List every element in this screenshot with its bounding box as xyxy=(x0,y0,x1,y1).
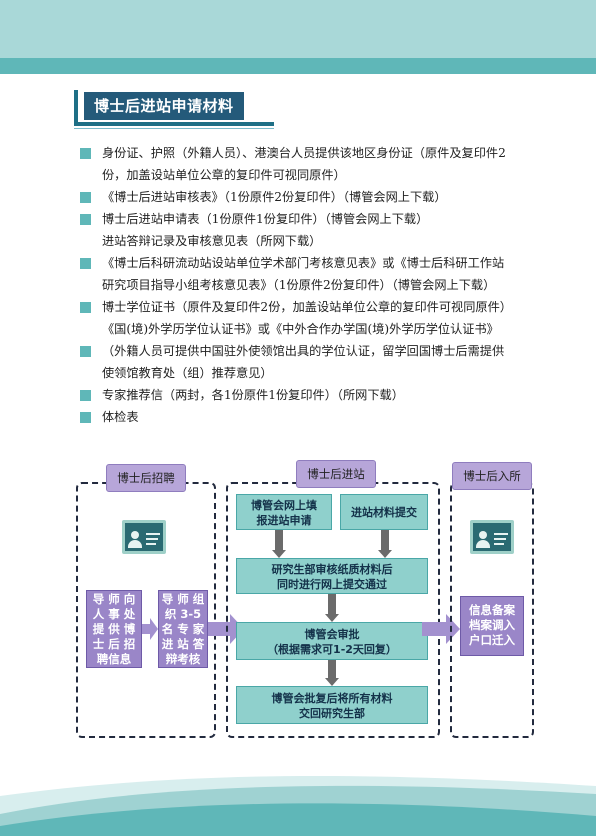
square-bullet-icon xyxy=(80,214,91,225)
section-title: 博士后进站申请材料 xyxy=(84,92,244,120)
recruit-info-box: 导 师 向人 事 处提 供 博士 后 招聘信息 xyxy=(86,590,142,668)
flow-diagram: 博士后招聘 导 师 向人 事 处提 供 博士 后 招聘信息 导 师 组织 3-5… xyxy=(0,450,596,750)
id-card-icon xyxy=(470,520,514,554)
material-text: 博士后进站申请表（1份原件1份复印件）（博管会网上下载） xyxy=(102,212,429,226)
square-bullet-icon xyxy=(80,346,91,357)
online-application-box: 博管会网上填报进站申请 xyxy=(236,494,332,530)
material-item: 《博士后科研流动站设站单位学术部门考核意见表》或《博士后科研工作站研究项目指导小… xyxy=(76,252,576,296)
tab-admit: 博士后入所 xyxy=(452,462,532,490)
material-item: 体检表 xyxy=(76,406,576,428)
box-text-line: 导 师 组 xyxy=(161,592,205,606)
box-text-line: 名 专 家 xyxy=(161,622,205,636)
material-text: 使领馆教育处（组）推荐意见） xyxy=(102,366,273,380)
heading-underline xyxy=(74,122,274,126)
box-text-line: 士 后 招 xyxy=(92,637,136,651)
box-text-line: 博管会批复后将所有材料 xyxy=(271,692,393,705)
box-text-line: 进站材料提交 xyxy=(351,506,417,519)
heading-left-bar xyxy=(74,90,78,126)
box-text-line: 报进站申请 xyxy=(256,514,312,527)
box-text-line: 交回研究生部 xyxy=(299,707,365,720)
id-card-icon xyxy=(122,520,166,554)
material-text: 研究项目指导小组考核意见表》（1份原件2份复印件）（博管会网上下载） xyxy=(102,278,496,292)
box-text-line: 提 供 博 xyxy=(92,622,136,636)
box-text-line: 导 师 向 xyxy=(92,592,136,606)
approval-box: 博管会审批 （根据需求可1-2天回复） xyxy=(236,622,428,660)
box-text-line: 人 事 处 xyxy=(92,607,136,621)
square-bullet-icon xyxy=(80,192,91,203)
box-text-line: （根据需求可1-2天回复） xyxy=(267,643,397,656)
material-text: 进站答辩记录及审核意见表（所网下载） xyxy=(102,234,322,248)
box-text-line: 聘信息 xyxy=(96,652,132,666)
arrow-online-down xyxy=(272,530,286,558)
box-text-line: 博管会审批 xyxy=(304,628,360,641)
square-bullet-icon xyxy=(80,390,91,401)
box-text-line: 博管会网上填 xyxy=(251,499,317,512)
arrow-to-admit xyxy=(422,614,460,644)
box-text-line: 户口迁入 xyxy=(469,633,515,647)
top-banner-light xyxy=(0,0,596,58)
material-list: 身份证、护照（外籍人员）、港澳台人员提供该地区身份证（原件及复印件2 份，加盖设站… xyxy=(76,142,576,428)
material-item: 博士学位证书（原件及复印件2份，加盖设站单位公章的复印件可视同原件） 《国(境)外… xyxy=(76,296,576,340)
material-item: 博士后进站申请表（1份原件1份复印件）（博管会网上下载） 进站答辩记录及审核意见表… xyxy=(76,208,576,252)
material-submit-box: 进站材料提交 xyxy=(340,494,428,530)
review-box: 研究生部审核纸质材料后同时进行网上提交通过 xyxy=(236,558,428,594)
material-text: 《博士后进站审核表》（1份原件2份复印件）（博管会网上下载） xyxy=(102,190,447,204)
material-item: （外籍人员可提供中国驻外使领馆出具的学位认证，留学回国博士后需提供使领馆教育处（… xyxy=(76,340,576,384)
heading-underline-thin xyxy=(74,128,274,129)
return-materials-box: 博管会批复后将所有材料交回研究生部 xyxy=(236,686,428,724)
arrow-submit-down xyxy=(378,530,392,558)
tab-recruit: 博士后招聘 xyxy=(106,464,186,492)
material-text: 身份证、护照（外籍人员）、港澳台人员提供该地区身份证（原件及复印件2 xyxy=(102,146,506,160)
box-text-line: 同时进行网上提交通过 xyxy=(277,578,387,591)
arrow-review-down xyxy=(325,594,339,622)
admit-info-box: 信息备案档案调入户口迁入 xyxy=(460,596,524,656)
square-bullet-icon xyxy=(80,412,91,423)
top-banner xyxy=(0,0,596,74)
section-heading: 博士后进站申请材料 xyxy=(74,88,274,129)
material-text: 份，加盖设站单位公章的复印件可视同原件） xyxy=(102,168,346,182)
arrow-approve-down xyxy=(325,660,339,686)
bottom-wave-decoration xyxy=(0,775,596,836)
arrow-recruit-1 xyxy=(142,618,158,640)
square-bullet-icon xyxy=(80,302,91,313)
top-banner-dark xyxy=(0,58,596,74)
box-text-line: 档案调入 xyxy=(469,618,515,632)
square-bullet-icon xyxy=(80,258,91,269)
square-bullet-icon xyxy=(80,148,91,159)
material-text: 体检表 xyxy=(102,410,139,424)
box-text-line: 研究生部审核纸质材料后 xyxy=(271,563,393,576)
box-text-line: 辩考核 xyxy=(165,652,201,666)
tab-entry: 博士后进站 xyxy=(296,460,376,488)
material-item: 身份证、护照（外籍人员）、港澳台人员提供该地区身份证（原件及复印件2 份，加盖设站… xyxy=(76,142,576,186)
material-text: 《国(境)外学历学位认证书》或《中外合作办学国(境)外学历学位认证书》 xyxy=(102,322,499,336)
material-text: （外籍人员可提供中国驻外使领馆出具的学位认证，留学回国博士后需提供 xyxy=(102,344,505,358)
material-item: 《博士后进站审核表》（1份原件2份复印件）（博管会网上下载） xyxy=(76,186,576,208)
box-text-line: 信息备案 xyxy=(469,603,515,617)
material-item: 专家推荐信（两封，各1份原件1份复印件）（所网下载） xyxy=(76,384,576,406)
material-text: 博士学位证书（原件及复印件2份，加盖设站单位公章的复印件可视同原件） xyxy=(102,300,512,314)
box-text-line: 织 3-5 xyxy=(164,607,202,621)
material-text: 专家推荐信（两封，各1份原件1份复印件）（所网下载） xyxy=(102,388,404,402)
material-text: 《博士后科研流动站设站单位学术部门考核意见表》或《博士后科研工作站 xyxy=(102,256,505,270)
box-text-line: 进 站 答 xyxy=(161,637,205,651)
